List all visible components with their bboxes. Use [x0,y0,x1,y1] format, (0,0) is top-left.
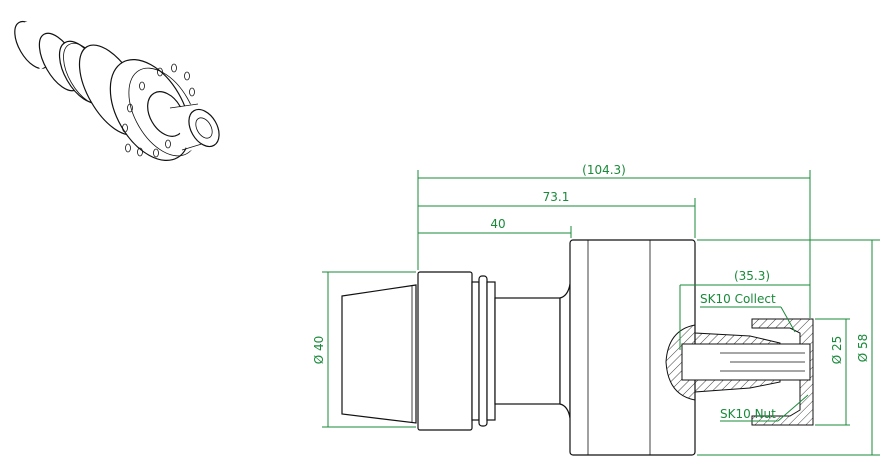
dim-collet-projection: (35.3) [734,269,770,283]
dim-body-length: 73.1 [543,190,570,204]
side-view [341,239,814,456]
dim-overall-length: (104.3) [582,163,626,177]
callout-collet: SK10 Collect [700,292,776,306]
shank [494,297,561,405]
dimension-lines [322,170,880,456]
bolt-holes [122,63,195,158]
taper [341,284,417,424]
callout-nut: SK10 Nut [720,407,776,421]
dim-body-diameter: Ø 58 [856,334,870,363]
isometric-view [14,20,220,162]
dim-shank-length: 40 [490,217,505,231]
flange-ring [417,271,473,431]
dim-nut-diameter: Ø 25 [830,336,844,365]
dim-taper-diameter: Ø 40 [312,336,326,365]
